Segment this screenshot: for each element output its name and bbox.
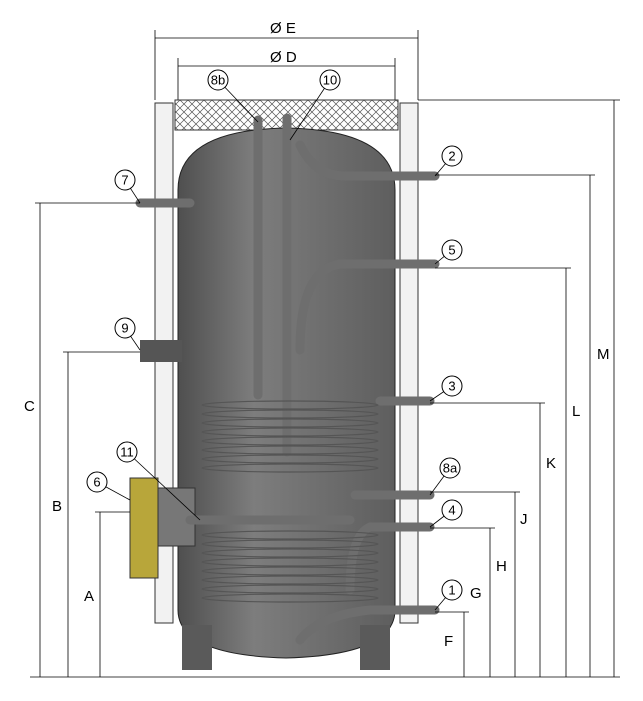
dim-b: B [52, 498, 62, 515]
height-dimensions: C B A M L K J H G F [24, 99, 620, 678]
callout-2: 2 [434, 145, 463, 177]
callout-label: 5 [448, 243, 455, 258]
callout-label: 11 [120, 445, 134, 460]
coil-turn [201, 539, 379, 549]
diameter-dimensions: Ø E Ø D [154, 20, 419, 100]
callout-label: 6 [93, 475, 100, 490]
callout-label: 8a [443, 461, 458, 476]
callout-label: 1 [448, 583, 455, 598]
coil-turn [201, 548, 379, 558]
dim-l: L [572, 403, 580, 420]
callout-label: 3 [448, 379, 455, 394]
callouts: 8b 10 2 7 5 9 3 11 6 8a 4 1 [86, 69, 463, 611]
coil-turn [201, 530, 379, 540]
coil-turn [201, 454, 379, 464]
coil-turn [201, 400, 379, 410]
coil-turn [201, 593, 379, 603]
callout-label: 4 [448, 503, 455, 518]
dim-m: M [597, 346, 610, 363]
coil-turn [201, 427, 379, 437]
callout-10: 10 [289, 69, 341, 141]
callout-label: 9 [121, 321, 128, 336]
callout-label: 8b [211, 73, 225, 88]
callout-8a: 8a [429, 457, 461, 496]
callout-6: 6 [86, 471, 131, 501]
callout-label: 2 [448, 149, 455, 164]
dim-c: C [24, 398, 35, 415]
callout-9: 9 [114, 317, 141, 351]
callout-11: 11 [116, 441, 201, 521]
dim-j: J [520, 511, 528, 528]
callout-4: 4 [429, 499, 463, 528]
coil-turn [201, 436, 379, 446]
callout-label: 10 [323, 73, 337, 88]
dim-h: H [496, 558, 507, 575]
coil-turn [201, 575, 379, 585]
coil-turn [201, 463, 379, 473]
dim-g: G [470, 585, 482, 602]
dim-a: A [84, 588, 94, 605]
dim-k: K [546, 455, 556, 472]
diameter-d-label: Ø D [270, 49, 297, 66]
coil-turn [201, 445, 379, 455]
callout-1: 1 [434, 579, 463, 611]
callout-7: 7 [114, 169, 141, 204]
callout-8b: 8b [207, 69, 259, 123]
callout-label: 7 [121, 173, 128, 188]
coil-turn [201, 584, 379, 594]
coil-turn [201, 418, 379, 428]
callout-3: 3 [429, 375, 463, 402]
heat-exchanger-coils [201, 400, 379, 603]
coil-turn [201, 566, 379, 576]
dim-f: F [444, 633, 453, 650]
callout-5: 5 [434, 239, 463, 265]
internal-pipes [129, 113, 440, 645]
diameter-e-label: Ø E [270, 20, 296, 37]
coil-turn [201, 409, 379, 419]
coil-turn [201, 557, 379, 567]
